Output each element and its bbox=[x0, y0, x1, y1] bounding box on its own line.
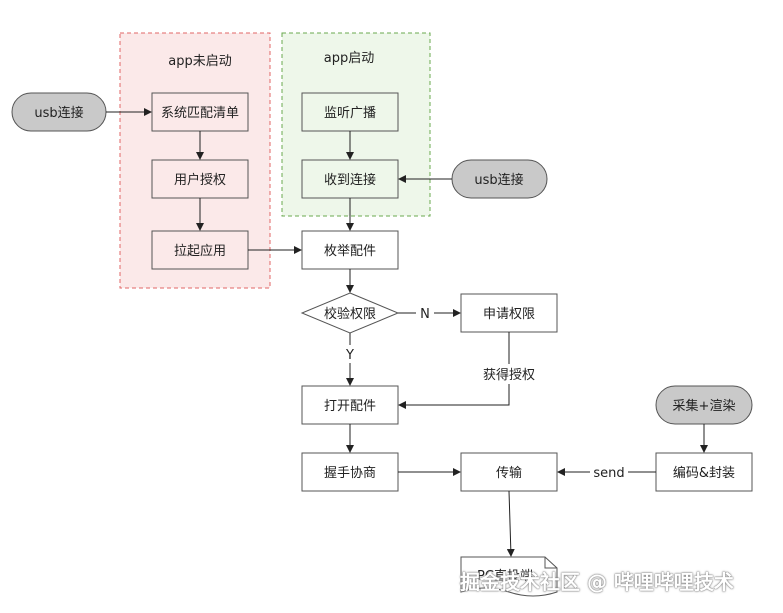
svg-text:打开配件: 打开配件 bbox=[324, 399, 376, 414]
node-user-authorize: 用户授权 bbox=[151, 159, 249, 199]
group-app-started-label: app启动 bbox=[324, 51, 374, 66]
svg-text:监听广播: 监听广播 bbox=[324, 106, 376, 121]
svg-text:获得授权: 获得授权 bbox=[483, 367, 535, 383]
svg-text:握手协商: 握手协商 bbox=[324, 466, 376, 481]
svg-text:传输: 传输 bbox=[496, 465, 522, 481]
svg-text:编码&封装: 编码&封装 bbox=[673, 466, 735, 481]
node-listen-broadcast: 监听广播 bbox=[301, 92, 399, 132]
svg-text:拉起应用: 拉起应用 bbox=[174, 243, 226, 259]
node-transfer: 传输 bbox=[460, 452, 558, 492]
svg-text:系统匹配清单: 系统匹配清单 bbox=[161, 106, 239, 121]
node-encode-pack: 编码&封装 bbox=[655, 452, 753, 492]
edge-request-to-open bbox=[398, 332, 510, 409]
node-enumerate-accessory: 枚举配件 bbox=[301, 230, 399, 270]
node-launch-app: 拉起应用 bbox=[151, 230, 249, 270]
svg-text:PC直投端: PC直投端 bbox=[477, 568, 533, 584]
node-request-permission: 申请权限 bbox=[460, 293, 558, 333]
edge-label-no: N bbox=[416, 304, 434, 322]
node-usb-connect-left: usb连接 bbox=[11, 92, 107, 132]
svg-text:采集+渲染: 采集+渲染 bbox=[673, 398, 736, 414]
watermark: 掘金技术社区 @ 哔哩哔哩技术 bbox=[460, 570, 734, 594]
node-pc-doc: PC直投端 bbox=[460, 556, 558, 597]
svg-text:N: N bbox=[420, 307, 430, 322]
edge-label-yes: Y bbox=[340, 345, 360, 363]
node-open-accessory: 打开配件 bbox=[301, 385, 399, 425]
node-check-permission: 校验权限 bbox=[300, 292, 400, 334]
node-usb-connect-right: usb连接 bbox=[451, 159, 548, 199]
svg-text:收到连接: 收到连接 bbox=[324, 172, 376, 188]
node-system-match-list: 系统匹配清单 bbox=[151, 92, 249, 132]
svg-text:用户授权: 用户授权 bbox=[174, 172, 226, 188]
svg-text:校验权限: 校验权限 bbox=[324, 306, 376, 322]
node-receive-connect: 收到连接 bbox=[301, 159, 399, 199]
group-app-not-started-label: app未启动 bbox=[168, 54, 231, 69]
svg-text:send: send bbox=[593, 466, 624, 481]
svg-text:usb连接: usb连接 bbox=[34, 105, 83, 121]
svg-text:申请权限: 申请权限 bbox=[483, 306, 535, 322]
svg-text:usb连接: usb连接 bbox=[474, 172, 523, 188]
edge-label-send: send bbox=[590, 463, 628, 481]
edge-transfer-to-doc bbox=[506, 490, 515, 557]
svg-text:Y: Y bbox=[345, 348, 354, 363]
svg-text:枚举配件: 枚举配件 bbox=[324, 244, 376, 259]
node-handshake: 握手协商 bbox=[301, 452, 399, 492]
edge-label-granted: 获得授权 bbox=[476, 364, 542, 384]
node-capture-render: 采集+渲染 bbox=[655, 385, 753, 425]
